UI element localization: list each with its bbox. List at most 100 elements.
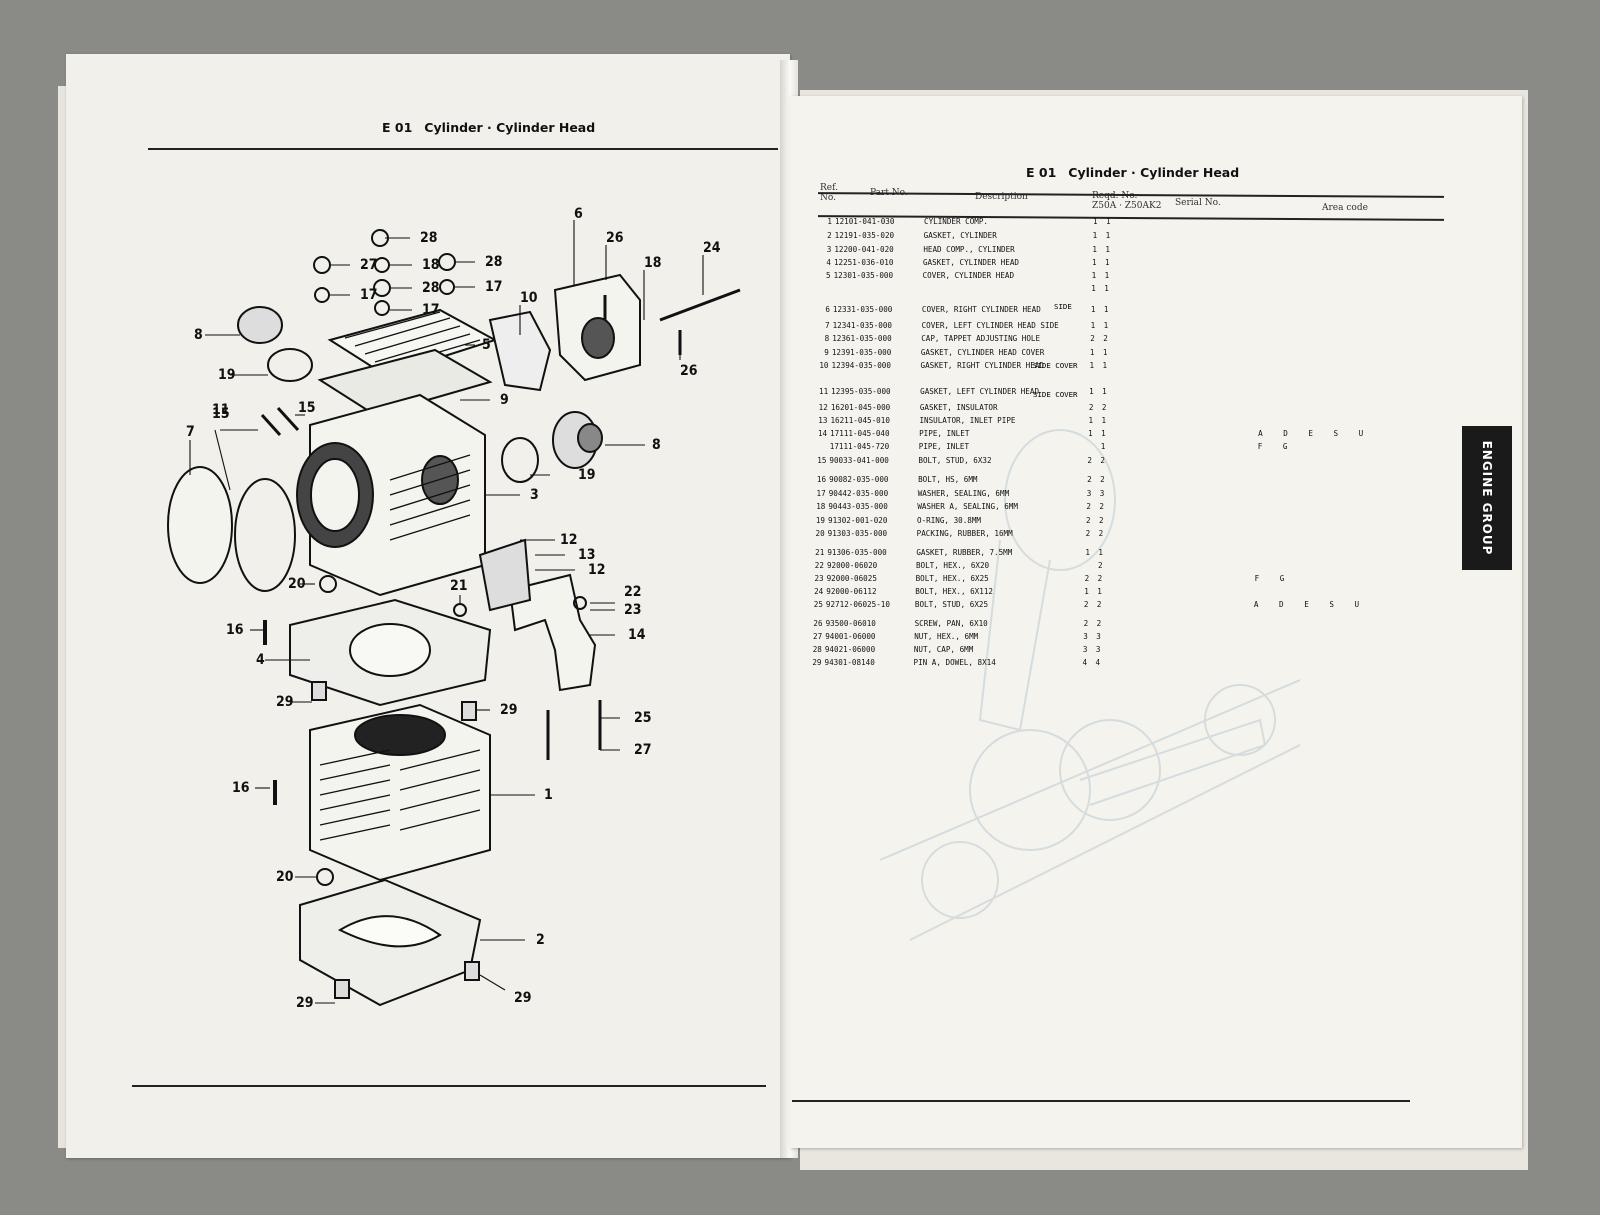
part-callout-number: 27 xyxy=(634,742,652,758)
description-cell: CAP, TAPPET ADJUSTING HOLE xyxy=(921,334,1041,343)
qty-z50a-cell: 1 xyxy=(1085,548,1090,557)
part-callout-number: 1 xyxy=(544,787,553,803)
part-callout-number: 13 xyxy=(578,547,596,563)
qty-z50a-cell: 1 xyxy=(1090,321,1096,330)
part-callout-number: 23 xyxy=(624,602,642,618)
area-code-cell: F G xyxy=(1257,442,1296,451)
qty-z50a-cell: 2 xyxy=(1086,516,1091,525)
description-cell: BOLT, STUD, 6X25 xyxy=(914,600,989,609)
part-callout-number: 29 xyxy=(500,702,518,718)
part-callout-number: 6 xyxy=(574,206,583,222)
qty-z50a-cell: 1 xyxy=(1088,429,1093,438)
qty-z50ak2-cell: 1 xyxy=(1103,321,1109,330)
left-footer-rule xyxy=(132,1085,766,1087)
part-no-cell: 90443-035-000 xyxy=(828,502,888,511)
ref-no-cell: 26 xyxy=(813,619,823,628)
qty-z50ak2-cell: 1 xyxy=(1102,348,1108,357)
ref-no-cell: 16 xyxy=(816,475,827,484)
description-cell: BOLT, HEX., 6X25 xyxy=(915,574,989,583)
qty-z50a-cell: 1 xyxy=(1089,348,1095,357)
part-callout-number: 17 xyxy=(485,279,503,295)
qty-z50ak2-cell: 2 xyxy=(1098,529,1104,538)
qty-z50a-cell: 1 xyxy=(1092,231,1098,240)
qty-z50a-cell: 2 xyxy=(1087,456,1092,465)
part-no-cell: 12395-035-000 xyxy=(831,387,891,396)
part-callout-number: 25 xyxy=(634,710,652,726)
qty-z50a-cell: 1 xyxy=(1084,587,1089,596)
qty-z50a-cell: 1 xyxy=(1090,305,1096,314)
ref-no-cell: 8 xyxy=(824,334,830,343)
part-no-cell: 94301-08140 xyxy=(824,658,875,667)
part-callout-number: 17 xyxy=(360,287,378,303)
qty-z50a-cell: 2 xyxy=(1084,574,1090,583)
description-cell: GASKET, RIGHT CYLINDER HEAD xyxy=(920,361,1044,370)
col-reqd-no: Reqd. No. xyxy=(1092,191,1138,201)
description-cell: O-RING, 30.8MM xyxy=(917,516,982,525)
ref-no-cell: 19 xyxy=(815,516,825,525)
part-no-cell: 91302-001-020 xyxy=(828,516,888,525)
col-area-code: Area code xyxy=(1322,203,1368,213)
part-callout-number: 29 xyxy=(514,990,532,1006)
part-callout-number: 14 xyxy=(628,627,646,643)
description-cell: CYLINDER COMP. xyxy=(924,217,989,226)
ref-no-cell: 13 xyxy=(818,416,828,425)
row-continuation: SIDE xyxy=(1054,302,1072,311)
ref-no-cell: 15 xyxy=(817,456,827,465)
part-no-cell: 94001-06000 xyxy=(825,632,876,641)
part-no-cell: 16211-045-010 xyxy=(830,416,890,425)
part-callout-number: 28 xyxy=(485,254,503,270)
qty-z50ak2-cell: 3 xyxy=(1095,645,1101,654)
qty-z50ak2-cell: 2 xyxy=(1103,334,1108,343)
qty-z50a-cell: 1 xyxy=(1091,284,1096,293)
part-callout-number: 8 xyxy=(652,437,661,453)
left-header-code: E 01 xyxy=(382,120,413,135)
row-continuation: SIDE COVER xyxy=(1033,390,1078,399)
qty-z50ak2-cell: 2 xyxy=(1099,516,1104,525)
part-no-cell: 92000-06025 xyxy=(826,574,877,583)
part-no-cell: 12200-041-020 xyxy=(834,245,894,254)
ref-no-cell: 21 xyxy=(815,548,825,557)
qty-z50a-cell: 3 xyxy=(1086,489,1092,498)
part-callout-number: 20 xyxy=(276,869,294,885)
part-callout-number: 26 xyxy=(606,230,624,246)
part-callout-number: 8 xyxy=(194,327,203,343)
ref-no-cell: 24 xyxy=(814,587,824,596)
description-cell: SCREW, PAN, 6X10 xyxy=(914,619,988,628)
ref-no-cell: 9 xyxy=(824,348,829,357)
part-callout-number: 28 xyxy=(420,230,438,246)
qty-z50a-cell: 3 xyxy=(1082,645,1088,654)
ref-no-cell: 23 xyxy=(814,574,824,583)
part-callout-number: 15 xyxy=(212,406,230,422)
qty-z50a-cell: 2 xyxy=(1086,502,1091,511)
qty-z50a-cell: 1 xyxy=(1088,416,1094,425)
qty-z50ak2-cell: 1 xyxy=(1103,305,1109,314)
qty-z50ak2-cell: 1 xyxy=(1104,271,1110,280)
part-no-cell: 92000-06112 xyxy=(826,587,877,596)
part-callout-number: 20 xyxy=(288,576,306,592)
qty-z50ak2-cell: 1 xyxy=(1105,245,1110,254)
ref-no-cell: 5 xyxy=(826,271,831,280)
col-models: Z50A · Z50AK2 xyxy=(1092,201,1162,211)
qty-z50a-cell: 2 xyxy=(1083,619,1089,628)
ref-no-cell: 28 xyxy=(812,645,822,654)
show-through-image xyxy=(880,429,1300,941)
ref-no-cell: 27 xyxy=(813,632,823,641)
part-callout-number: 19 xyxy=(578,467,596,483)
description-cell: NUT, HEX., 6MM xyxy=(914,632,979,641)
part-no-cell: 17111-045-720 xyxy=(829,442,890,451)
qty-z50ak2-cell: 1 xyxy=(1104,258,1110,267)
description-cell: BOLT, STUD, 6X32 xyxy=(918,456,992,465)
part-no-cell: 93500-06010 xyxy=(825,619,876,628)
qty-z50ak2-cell: 2 xyxy=(1100,456,1105,465)
part-no-cell: 12301-035-000 xyxy=(833,271,894,280)
qty-z50a-cell: 2 xyxy=(1085,529,1091,538)
qty-z50ak2-cell: 3 xyxy=(1099,489,1105,498)
ref-no-cell: 18 xyxy=(816,502,826,511)
qty-z50a-cell: 1 xyxy=(1089,361,1095,370)
part-no-cell: 12251-036-010 xyxy=(833,258,894,267)
description-cell: GASKET, RUBBER, 7.5MM xyxy=(916,548,1013,557)
description-cell: GASKET, CYLINDER HEAD COVER xyxy=(920,348,1045,357)
